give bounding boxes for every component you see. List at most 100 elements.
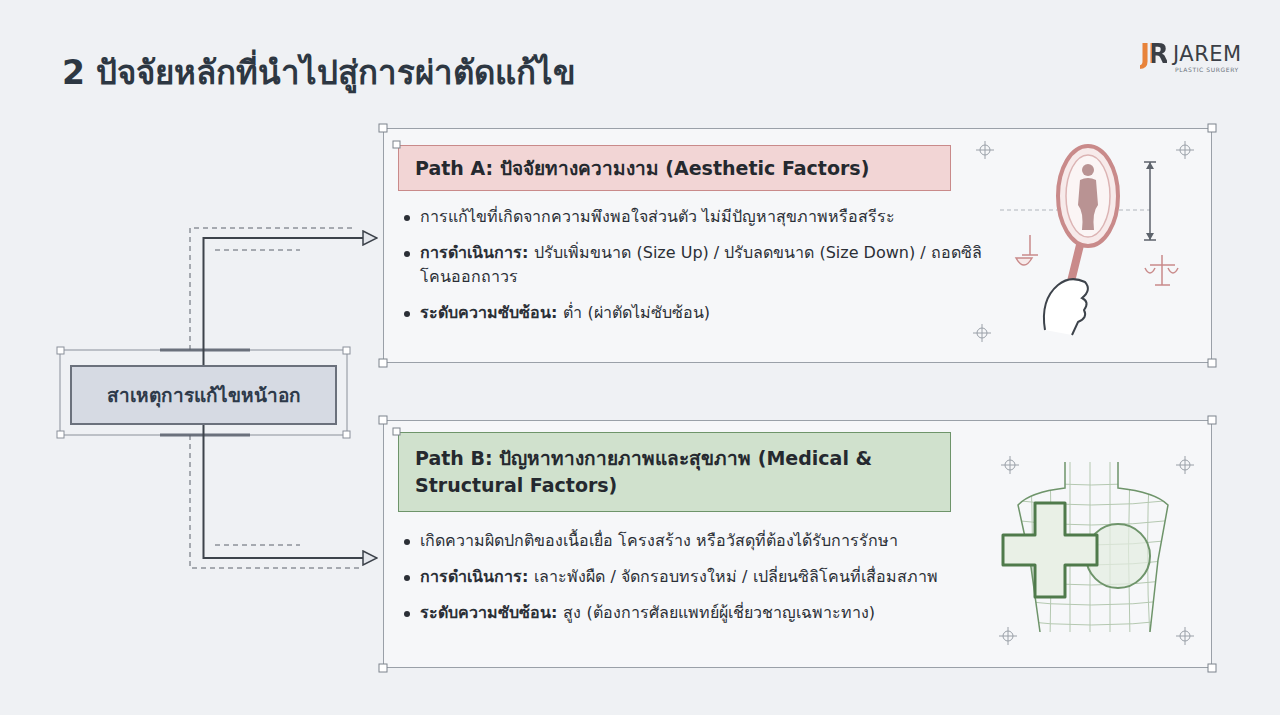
crosshair-circle bbox=[1005, 460, 1015, 470]
torso-illustration bbox=[1003, 460, 1175, 640]
breast-outline bbox=[1086, 524, 1150, 588]
corner-square bbox=[393, 428, 400, 435]
crosshair bbox=[1176, 456, 1194, 474]
scale-icon bbox=[1145, 255, 1178, 285]
crosshair-circle bbox=[1180, 460, 1190, 470]
dashed-guide bbox=[1000, 210, 1150, 211]
bullet-list: การแก้ไขที่เกิดจากความพึงพอใจส่วนตัว ไม่… bbox=[404, 205, 994, 337]
corner-square bbox=[379, 664, 387, 672]
mirror-handle bbox=[1062, 245, 1080, 318]
bullet-dot bbox=[404, 215, 410, 221]
bullet-item: การแก้ไขที่เกิดจากความพึงพอใจส่วนตัว ไม่… bbox=[404, 205, 994, 229]
connector-arrow bbox=[204, 425, 378, 558]
medical-cross bbox=[1003, 503, 1097, 597]
corner-square bbox=[57, 431, 64, 438]
crosshair bbox=[1176, 627, 1194, 645]
crosshair bbox=[973, 324, 991, 342]
dimension-arrow bbox=[1146, 162, 1154, 240]
frame-bracket bbox=[57, 347, 350, 438]
heading-text: Path B: ปัญหาทางกายภาพและสุขภาพ (Medical… bbox=[415, 445, 934, 499]
corner-square bbox=[1208, 124, 1216, 132]
frame-tab bbox=[160, 349, 250, 352]
bullet-text: การแก้ไขที่เกิดจากความพึงพอใจส่วนตัว ไม่… bbox=[420, 207, 895, 226]
panel-corners bbox=[379, 124, 1216, 672]
hand-outline bbox=[1044, 279, 1088, 335]
crosshair-circle bbox=[980, 145, 990, 155]
field-label: การดำเนินการ: bbox=[420, 243, 528, 262]
diagram-title: 2 ปัจจัยหลักที่นำไปสู่การผ่าตัดแก้ไข bbox=[62, 46, 576, 99]
crosshair bbox=[999, 627, 1017, 645]
bullet-dot bbox=[404, 251, 410, 257]
mirror-illustration bbox=[1000, 146, 1178, 335]
crosshair-lines bbox=[1176, 627, 1194, 645]
crosshair-circle bbox=[1180, 145, 1190, 155]
crosshair-lines bbox=[999, 627, 1017, 645]
bullet-item: เกิดความผิดปกติของเนื้อเยื่อ โครงสร้าง ห… bbox=[404, 529, 994, 553]
crosshair-symbols bbox=[973, 141, 1194, 645]
crosshair bbox=[976, 141, 994, 159]
corner-square bbox=[57, 347, 64, 354]
bullet-dot bbox=[404, 575, 410, 581]
corner-square bbox=[379, 359, 387, 367]
bullet-text: ต่ำ (ผ่าตัดไม่ซับซ้อน) bbox=[563, 303, 710, 322]
frame-outline bbox=[60, 350, 347, 435]
crosshair-lines bbox=[976, 141, 994, 159]
bullet-item: ระดับความซับซ้อน: สูง (ต้องการศัลยแพทย์ผู… bbox=[404, 601, 994, 625]
path-heading: Path A: ปัจจัยทางความงาม (Aesthetic Fact… bbox=[398, 145, 951, 191]
mirror-glass bbox=[1066, 155, 1110, 237]
field-label: การดำเนินการ: bbox=[420, 567, 528, 586]
dashed-guide bbox=[215, 250, 300, 251]
corner-square bbox=[1208, 416, 1216, 424]
bullet-text: สูง (ต้องการศัลยแพทย์ผู้เชี่ยวชาญเฉพาะทา… bbox=[563, 603, 875, 622]
logo-text: JAREM bbox=[1173, 42, 1242, 66]
logo-subtitle: PLASTIC SURGERY bbox=[1175, 66, 1239, 73]
torso-grid bbox=[1010, 460, 1175, 640]
box-label: สาเหตุการแก้ไขหน้าอก bbox=[107, 380, 301, 410]
crosshair-circle bbox=[1003, 631, 1013, 641]
mirror-frame bbox=[1058, 146, 1118, 246]
torso-outline bbox=[1018, 462, 1168, 632]
cause-box: สาเหตุการแก้ไขหน้าอก bbox=[70, 365, 337, 425]
frame-tab bbox=[160, 434, 250, 437]
crosshair-lines bbox=[1176, 141, 1194, 159]
path-panel: เกิดความผิดปกติของเนื้อเยื่อ โครงสร้าง ห… bbox=[383, 420, 1212, 668]
bullet-item: การดำเนินการ:ปรับเพิ่มขนาด (Size Up) / ป… bbox=[404, 241, 994, 289]
dashed-guide bbox=[215, 545, 300, 546]
grid-lines bbox=[1010, 480, 1175, 625]
crosshair-lines bbox=[973, 324, 991, 342]
bullet-list: เกิดความผิดปกติของเนื้อเยื่อ โครงสร้าง ห… bbox=[404, 529, 994, 637]
corner-square bbox=[379, 124, 387, 132]
bullet-item: ระดับความซับซ้อน: ต่ำ (ผ่าตัดไม่ซับซ้อน) bbox=[404, 301, 994, 325]
crosshair bbox=[1176, 141, 1194, 159]
figure-body bbox=[1078, 178, 1098, 230]
field-label: ระดับความซับซ้อน: bbox=[420, 603, 557, 622]
logo-mark: JR bbox=[1140, 38, 1167, 69]
bullet-text: เลาะพังผืด / จัดกรอบทรงใหม่ / เปลี่ยนซิล… bbox=[534, 567, 937, 586]
field-label: ระดับความซับซ้อน: bbox=[420, 303, 557, 322]
crosshair-lines bbox=[1001, 456, 1019, 474]
path-heading: Path B: ปัญหาทางกายภาพและสุขภาพ (Medical… bbox=[398, 432, 951, 512]
grid-lines bbox=[1030, 460, 1150, 640]
connector-arrow bbox=[204, 238, 378, 365]
corner-square bbox=[343, 431, 350, 438]
guide-line bbox=[190, 228, 360, 568]
crosshair-circle bbox=[977, 328, 987, 338]
corner-square bbox=[1208, 359, 1216, 367]
bullet-dot bbox=[404, 539, 410, 545]
corner-square bbox=[1208, 664, 1216, 672]
figure-head bbox=[1082, 164, 1094, 176]
corner-square bbox=[379, 416, 387, 424]
path-panel: การแก้ไขที่เกิดจากความพึงพอใจส่วนตัว ไม่… bbox=[383, 128, 1212, 363]
heading-text: Path A: ปัจจัยทางความงาม (Aesthetic Fact… bbox=[415, 155, 869, 182]
dashed-guide bbox=[190, 228, 355, 350]
corner-square bbox=[393, 141, 400, 148]
bullet-item: การดำเนินการ: เลาะพังผืด / จัดกรอบทรงใหม่… bbox=[404, 565, 994, 589]
crosshair-lines bbox=[1176, 456, 1194, 474]
scale-icon bbox=[1016, 235, 1038, 265]
bullet-dot bbox=[404, 611, 410, 617]
corner-square bbox=[343, 347, 350, 354]
dimension-marker bbox=[1144, 162, 1156, 240]
dashed-guide bbox=[190, 435, 360, 568]
